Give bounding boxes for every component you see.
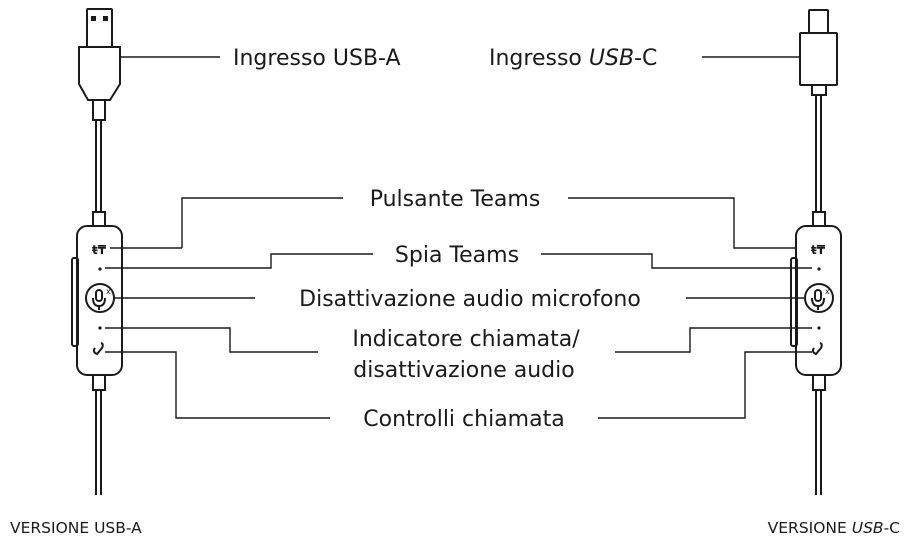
svg-text:x: x xyxy=(825,287,830,296)
leader-lines xyxy=(105,56,812,419)
call-controls-label: Controlli chiamata xyxy=(363,407,564,432)
teams-icon[interactable]: ŧ₸ xyxy=(92,243,107,257)
teams-light-label: Spia Teams xyxy=(395,243,519,268)
call-indicator-label-line1: Indicatore chiamata/ xyxy=(352,327,580,352)
usb-a-version-label: VERSIONE USB-A xyxy=(10,519,142,537)
usb-c-input-label: Ingresso USB-C xyxy=(489,46,657,71)
svg-text:x: x xyxy=(106,287,111,296)
usb-a-cable xyxy=(78,8,121,495)
svg-text:ŧ₸: ŧ₸ xyxy=(92,243,107,257)
teams-light xyxy=(817,267,821,271)
call-indicator xyxy=(98,326,102,330)
usb-a-input-label: Ingresso USB-A xyxy=(233,46,401,71)
phone-icon[interactable] xyxy=(811,342,823,356)
usb-c-plug-icon xyxy=(799,9,838,96)
phone-icon[interactable] xyxy=(92,342,104,356)
teams-icon[interactable]: ŧ₸ xyxy=(811,243,826,257)
teams-light xyxy=(98,267,102,271)
teams-button-label: Pulsante Teams xyxy=(370,187,541,212)
usb-a-remote: ŧ₸ x xyxy=(71,225,123,376)
mic-mute-label: Disattivazione audio microfono xyxy=(299,287,641,312)
usb-a-plug-icon xyxy=(78,8,121,121)
call-indicator-label-line2: disattivazione audio xyxy=(353,358,574,383)
svg-text:ŧ₸: ŧ₸ xyxy=(811,243,826,257)
mic-mute-icon[interactable]: x xyxy=(85,283,115,313)
call-indicator xyxy=(817,326,821,330)
usb-c-version-label: VERSIONE USB-C xyxy=(768,519,900,537)
